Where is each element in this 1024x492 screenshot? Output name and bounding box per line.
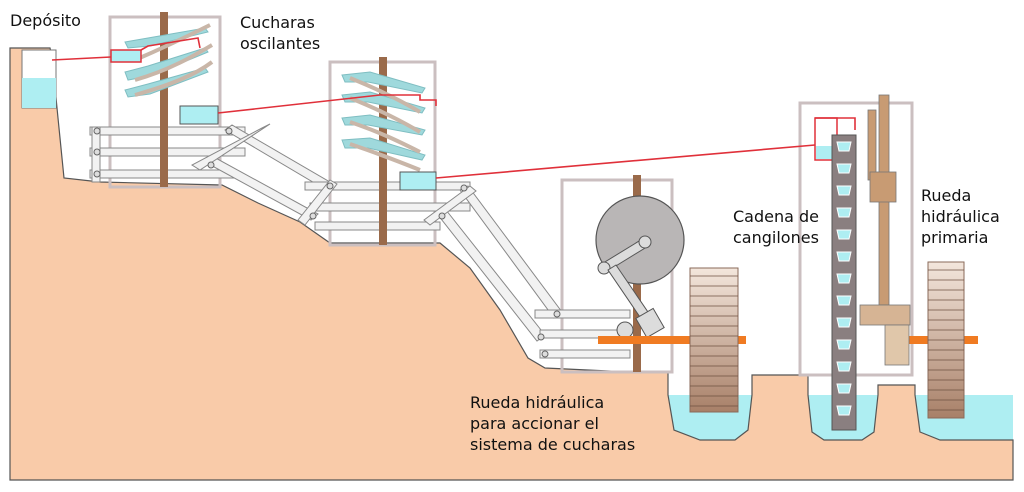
bucket: [836, 251, 852, 262]
crank-arm: [597, 235, 665, 339]
label-rueda-primaria: Rueda hidráulica primaria: [921, 186, 1000, 247]
pipes: [51, 37, 856, 179]
deposit-water: [22, 78, 56, 108]
bucket: [836, 207, 852, 218]
water-wheel-right: [927, 261, 965, 419]
bucket: [836, 273, 852, 284]
axle-left: [598, 336, 746, 344]
label-cucharas-oscilantes: Cucharas oscilantes: [240, 13, 321, 53]
spoons-2: [341, 71, 426, 161]
bucket: [836, 405, 852, 416]
buckets: [836, 141, 852, 416]
terrain: [9, 47, 1014, 481]
tank-1: [110, 49, 142, 63]
bucket: [836, 229, 852, 240]
spoon-arms-2: [349, 76, 422, 172]
bucket: [836, 185, 852, 196]
bucket: [836, 383, 852, 394]
bucket: [836, 141, 852, 152]
post-1: [160, 12, 168, 187]
label-cadena-cangilones: Cadena de cangilones: [733, 207, 820, 247]
gear-base: [859, 304, 911, 326]
tank-2: [179, 105, 219, 125]
linkage-joints: [93, 127, 561, 358]
tank-3: [399, 171, 437, 191]
gear-lower: [884, 324, 910, 366]
water-wheel-left: [689, 267, 739, 413]
label-deposito: Depósito: [10, 11, 81, 30]
bucket: [836, 339, 852, 350]
gear-small: [869, 171, 897, 203]
tank-4-water: [816, 146, 836, 159]
bucket: [836, 361, 852, 372]
bucket: [836, 163, 852, 174]
bucket: [836, 295, 852, 306]
label-rueda-accionar: Rueda hidráulica para accionar el sistem…: [470, 393, 636, 454]
rack: [867, 109, 877, 181]
bucket: [836, 317, 852, 328]
